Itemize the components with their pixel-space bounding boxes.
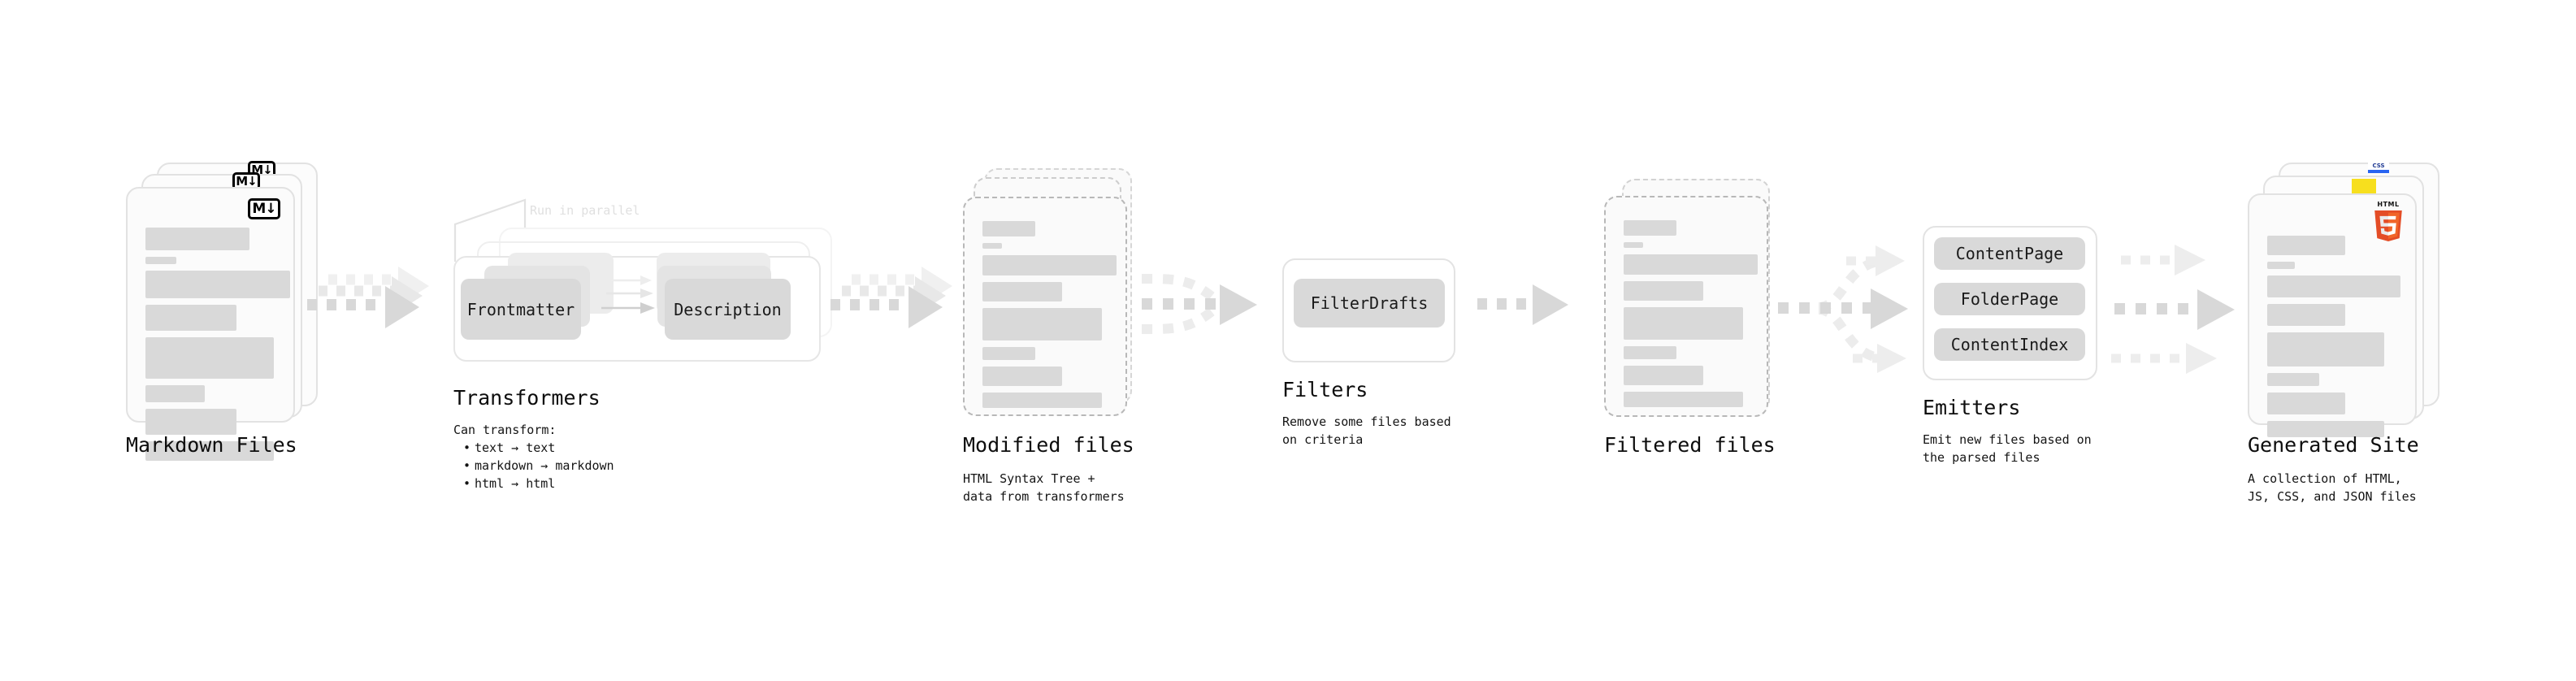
doc-line [145, 385, 205, 402]
doc-line [1624, 366, 1703, 385]
doc-line [1624, 220, 1676, 236]
doc-line [982, 308, 1102, 340]
filter-chip-filterdrafts[interactable]: FilterDrafts [1294, 279, 1445, 327]
modified-files-stack [963, 163, 1150, 423]
stage-subtitle-filters: Remove some files based on criteria [1282, 414, 1451, 447]
stage-title-emitters: Emitters [1923, 396, 2021, 419]
doc-line [145, 441, 274, 461]
doc-line [982, 255, 1117, 275]
emitter-chip-folderpage[interactable]: FolderPage [1934, 283, 2085, 315]
list-item: •text → text [463, 440, 556, 455]
list-item: •html → html [463, 476, 556, 491]
stage-subtitle-emitters: Emit new files based on the parsed files [1923, 432, 2092, 465]
emitter-chip-contentindex[interactable]: ContentIndex [1934, 328, 2085, 361]
doc-line [145, 409, 236, 435]
run-in-parallel-bracket [453, 198, 527, 262]
doc-line [982, 282, 1062, 301]
doc-line [145, 305, 236, 331]
stage-title-filters: Filters [1282, 378, 1368, 401]
transformer-chip-description[interactable]: Description [665, 279, 791, 340]
css-icon-label: CSS [2372, 163, 2385, 169]
doc-line [982, 367, 1062, 386]
markdown-file-content-lines [145, 228, 290, 467]
site-file-card-front: HTML [2248, 193, 2417, 437]
transformer-chip-frontmatter[interactable]: Frontmatter [461, 279, 581, 340]
doc-line [2267, 262, 2295, 269]
modified-file-content-lines [982, 221, 1117, 414]
doc-line [145, 257, 176, 264]
site-file-content-lines [2267, 236, 2400, 444]
html5-icon-label: HTML [2377, 201, 2400, 208]
doc-line [145, 228, 249, 250]
html5-shield-svg [2374, 210, 2402, 241]
connector-filtered-to-emitters [1778, 245, 1908, 373]
doc-line [1624, 281, 1703, 301]
connector-modified-to-filters [1141, 274, 1257, 334]
markdown-files-stack: M↓ M↓ M↓ [126, 161, 321, 461]
markdown-icon-mid: M↓ [232, 172, 260, 190]
connector-filters-to-filtered [1477, 284, 1568, 325]
bullet-dot-icon: • [463, 476, 471, 491]
stage-title-markdown-files: Markdown Files [126, 433, 297, 457]
html5-icon: HTML [2373, 202, 2404, 242]
list-item: •markdown → markdown [463, 458, 614, 473]
html5-icon-shield [2373, 209, 2404, 243]
filtered-files-stack [1604, 163, 1791, 423]
doc-line [145, 337, 274, 379]
bullet-dot-icon: • [463, 458, 471, 473]
stage-title-generated-site: Generated Site [2248, 433, 2419, 457]
connector-transformers-to-modified [830, 267, 952, 328]
doc-line [1624, 346, 1676, 359]
run-in-parallel-label: Run in parallel [530, 203, 640, 218]
doc-line [1624, 392, 1743, 407]
css-icon: CSS [2368, 160, 2389, 173]
doc-line [2267, 393, 2345, 414]
doc-line [982, 221, 1035, 236]
stage-title-filtered-files: Filtered files [1604, 433, 1776, 457]
stage-title-modified-files: Modified files [963, 433, 1134, 457]
transformers-capability-list: •text → text •markdown → markdown •html … [463, 439, 614, 492]
transformer-inner-arrows [601, 275, 655, 314]
doc-line [2267, 304, 2345, 326]
connector-markdown-to-transformers [307, 267, 429, 328]
connector-emitters-to-site [2111, 245, 2235, 374]
doc-line [2267, 421, 2384, 437]
doc-line [1624, 242, 1643, 248]
stage-title-transformers: Transformers [453, 386, 601, 410]
doc-line [1624, 307, 1743, 340]
markdown-icon: M↓ [248, 198, 280, 219]
doc-line [982, 393, 1102, 408]
modified-file-card-front [963, 197, 1127, 416]
bullet-dot-icon: • [463, 440, 471, 455]
stage-subtitle-generated-site: A collection of HTML, JS, CSS, and JSON … [2248, 471, 2417, 504]
js-icon [2352, 179, 2376, 193]
doc-line [2267, 275, 2400, 297]
doc-line [2267, 373, 2319, 386]
css-icon-bar [2368, 170, 2389, 173]
doc-line [145, 271, 290, 298]
doc-line [2267, 332, 2384, 367]
emitter-chip-contentpage[interactable]: ContentPage [1934, 237, 2085, 270]
filtered-file-content-lines [1624, 220, 1758, 414]
markdown-file-card-front: M↓ [126, 187, 295, 461]
stage-subtitle-modified-files: HTML Syntax Tree + data from transformer… [963, 471, 1125, 504]
doc-line [1624, 254, 1758, 275]
stage-subtitle-transformers: Can transform: [453, 423, 557, 437]
filtered-file-card-front [1604, 196, 1768, 417]
doc-line [982, 347, 1035, 360]
doc-line [2267, 236, 2345, 255]
generated-site-stack: CSS HTML [2248, 160, 2451, 437]
doc-line [982, 243, 1002, 249]
